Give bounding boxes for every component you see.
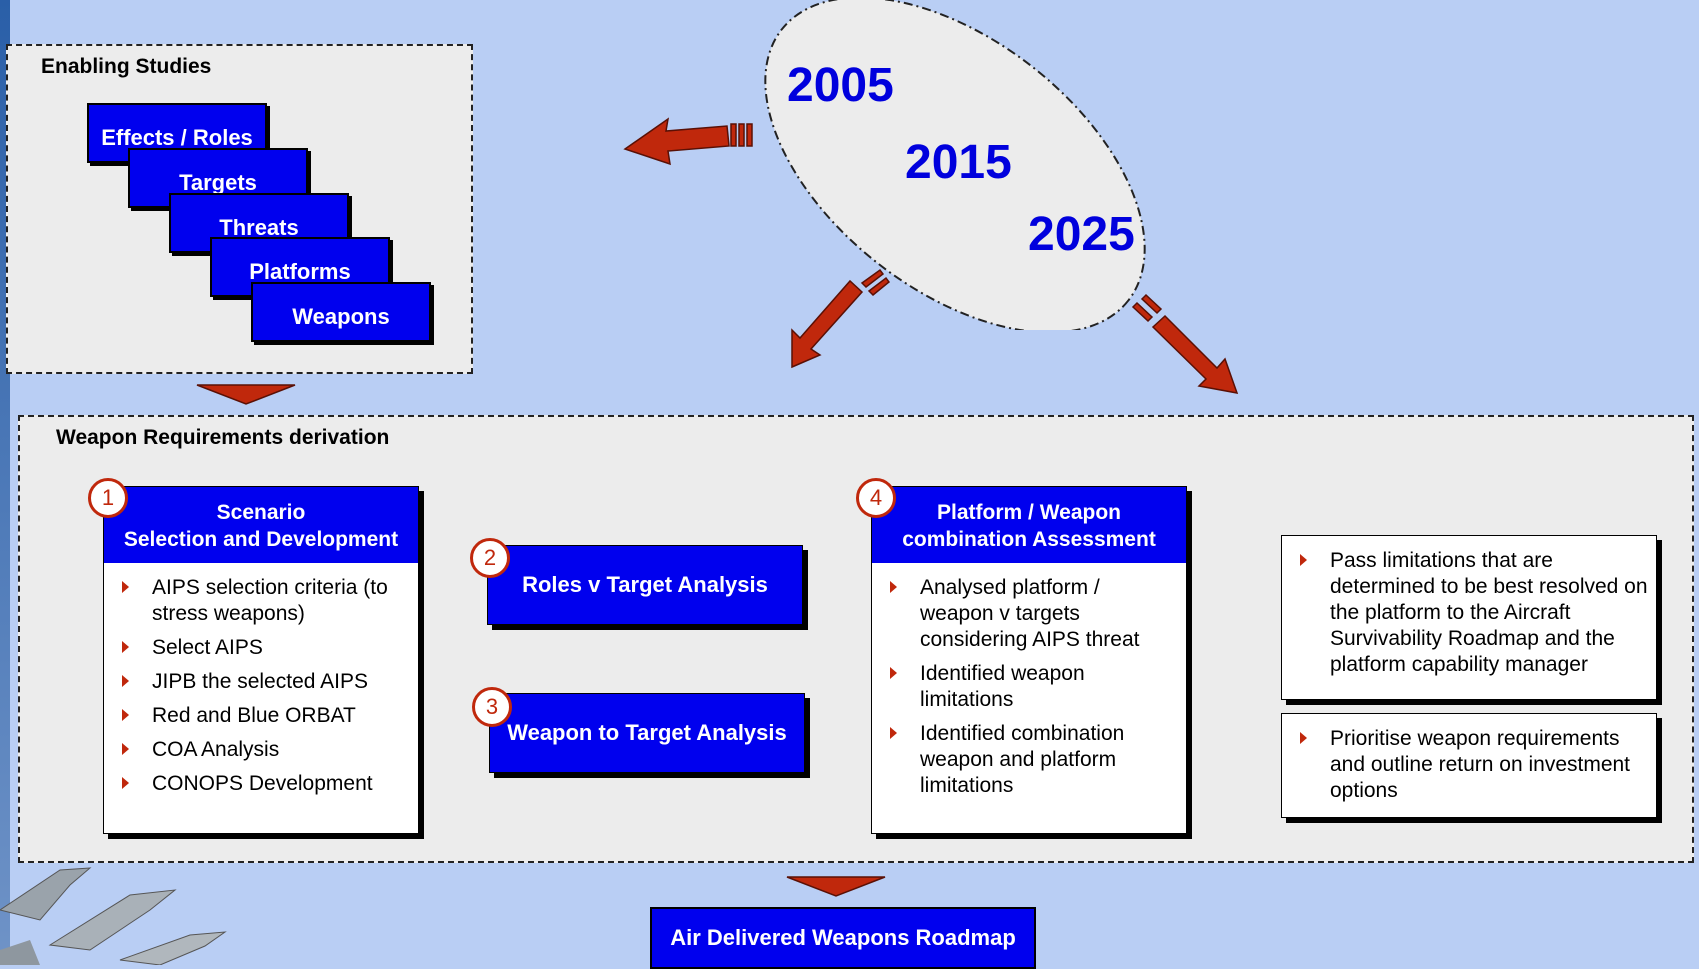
scenario-title-line2: Selection and Development	[123, 528, 399, 551]
platform-weapon-title-line2: combination Assessment	[902, 528, 1156, 551]
scenario-title-line1: Scenario	[216, 501, 306, 524]
platforms-label: Platforms	[249, 259, 351, 284]
bullet-icon	[890, 667, 897, 679]
chevron-down-roadmap-icon	[786, 876, 886, 897]
bullet-icon	[1300, 732, 1307, 744]
enabling-studies-title: Enabling Studies	[41, 55, 212, 78]
scenario-card: Scenario Selection and Development AIPS …	[103, 486, 419, 834]
bullet-icon	[122, 675, 129, 687]
derivation-title: Weapon Requirements derivation	[56, 426, 390, 449]
list-item: Analysed platform / weapon v targets con…	[886, 575, 1178, 653]
arrow-down-left-icon	[791, 268, 891, 369]
list-item: Identified weapon limitations	[886, 661, 1178, 713]
arrow-down-right-icon	[1131, 293, 1239, 394]
list-item: CONOPS Development	[118, 771, 410, 797]
weapons-box: Weapons	[251, 282, 431, 342]
list-item: JIPB the selected AIPS	[118, 669, 410, 695]
platform-weapon-title-line1: Platform / Weapon	[937, 501, 1121, 524]
effects-roles-label: Effects / Roles	[101, 125, 253, 150]
left-edge-strip	[0, 0, 10, 965]
roles-target-analysis-label: Roles v Target Analysis	[522, 572, 768, 597]
platform-weapon-card: Platform / Weapon combination Assessment…	[871, 486, 1187, 834]
bullet-icon	[890, 581, 897, 593]
years-ellipse	[764, 0, 1146, 330]
year-2015: 2015	[905, 136, 1012, 189]
arrow-left-icon	[623, 117, 753, 166]
bullet-icon	[122, 581, 129, 593]
bullet-icon	[122, 641, 129, 653]
step-2-badge: 2	[470, 538, 510, 578]
list-item: Prioritise weapon requirements and outli…	[1296, 726, 1648, 804]
bullet-icon	[1300, 554, 1307, 566]
year-2025: 2025	[1028, 208, 1135, 261]
list-item: Identified combination weapon and platfo…	[886, 721, 1178, 799]
roles-target-analysis-box: Roles v Target Analysis	[487, 545, 803, 625]
list-item: Red and Blue ORBAT	[118, 703, 410, 729]
list-item: Pass limitations that are determined to …	[1296, 548, 1648, 678]
list-item: COA Analysis	[118, 737, 410, 763]
weapons-label: Weapons	[292, 304, 390, 329]
platform-weapon-card-header: Platform / Weapon combination Assessment	[872, 487, 1186, 563]
weapon-target-analysis-box: Weapon to Target Analysis	[489, 693, 805, 773]
weapon-target-analysis-label: Weapon to Target Analysis	[507, 720, 787, 745]
platform-weapon-bullet-list: Analysed platform / weapon v targets con…	[872, 563, 1186, 799]
outcome-survivability-box: Pass limitations that are determined to …	[1281, 535, 1657, 700]
bullet-icon	[122, 777, 129, 789]
aircraft-image	[0, 867, 227, 965]
step-1-badge: 1	[88, 478, 128, 518]
threats-label: Threats	[219, 215, 299, 240]
chevron-down-enabling-icon	[196, 384, 296, 405]
air-delivered-weapons-roadmap-box: Air Delivered Weapons Roadmap	[650, 907, 1036, 969]
roadmap-label: Air Delivered Weapons Roadmap	[670, 925, 1016, 950]
bullet-icon	[122, 709, 129, 721]
targets-label: Targets	[179, 170, 257, 195]
bullet-icon	[122, 743, 129, 755]
scenario-bullet-list: AIPS selection criteria (to stress weapo…	[104, 563, 418, 797]
scenario-card-header: Scenario Selection and Development	[104, 487, 418, 563]
list-item: AIPS selection criteria (to stress weapo…	[118, 575, 410, 627]
step-3-badge: 3	[472, 687, 512, 727]
outcome-prioritise-box: Prioritise weapon requirements and outli…	[1281, 713, 1657, 818]
list-item: Select AIPS	[118, 635, 410, 661]
bullet-icon	[890, 727, 897, 739]
step-4-badge: 4	[856, 478, 896, 518]
year-2005: 2005	[787, 59, 894, 112]
